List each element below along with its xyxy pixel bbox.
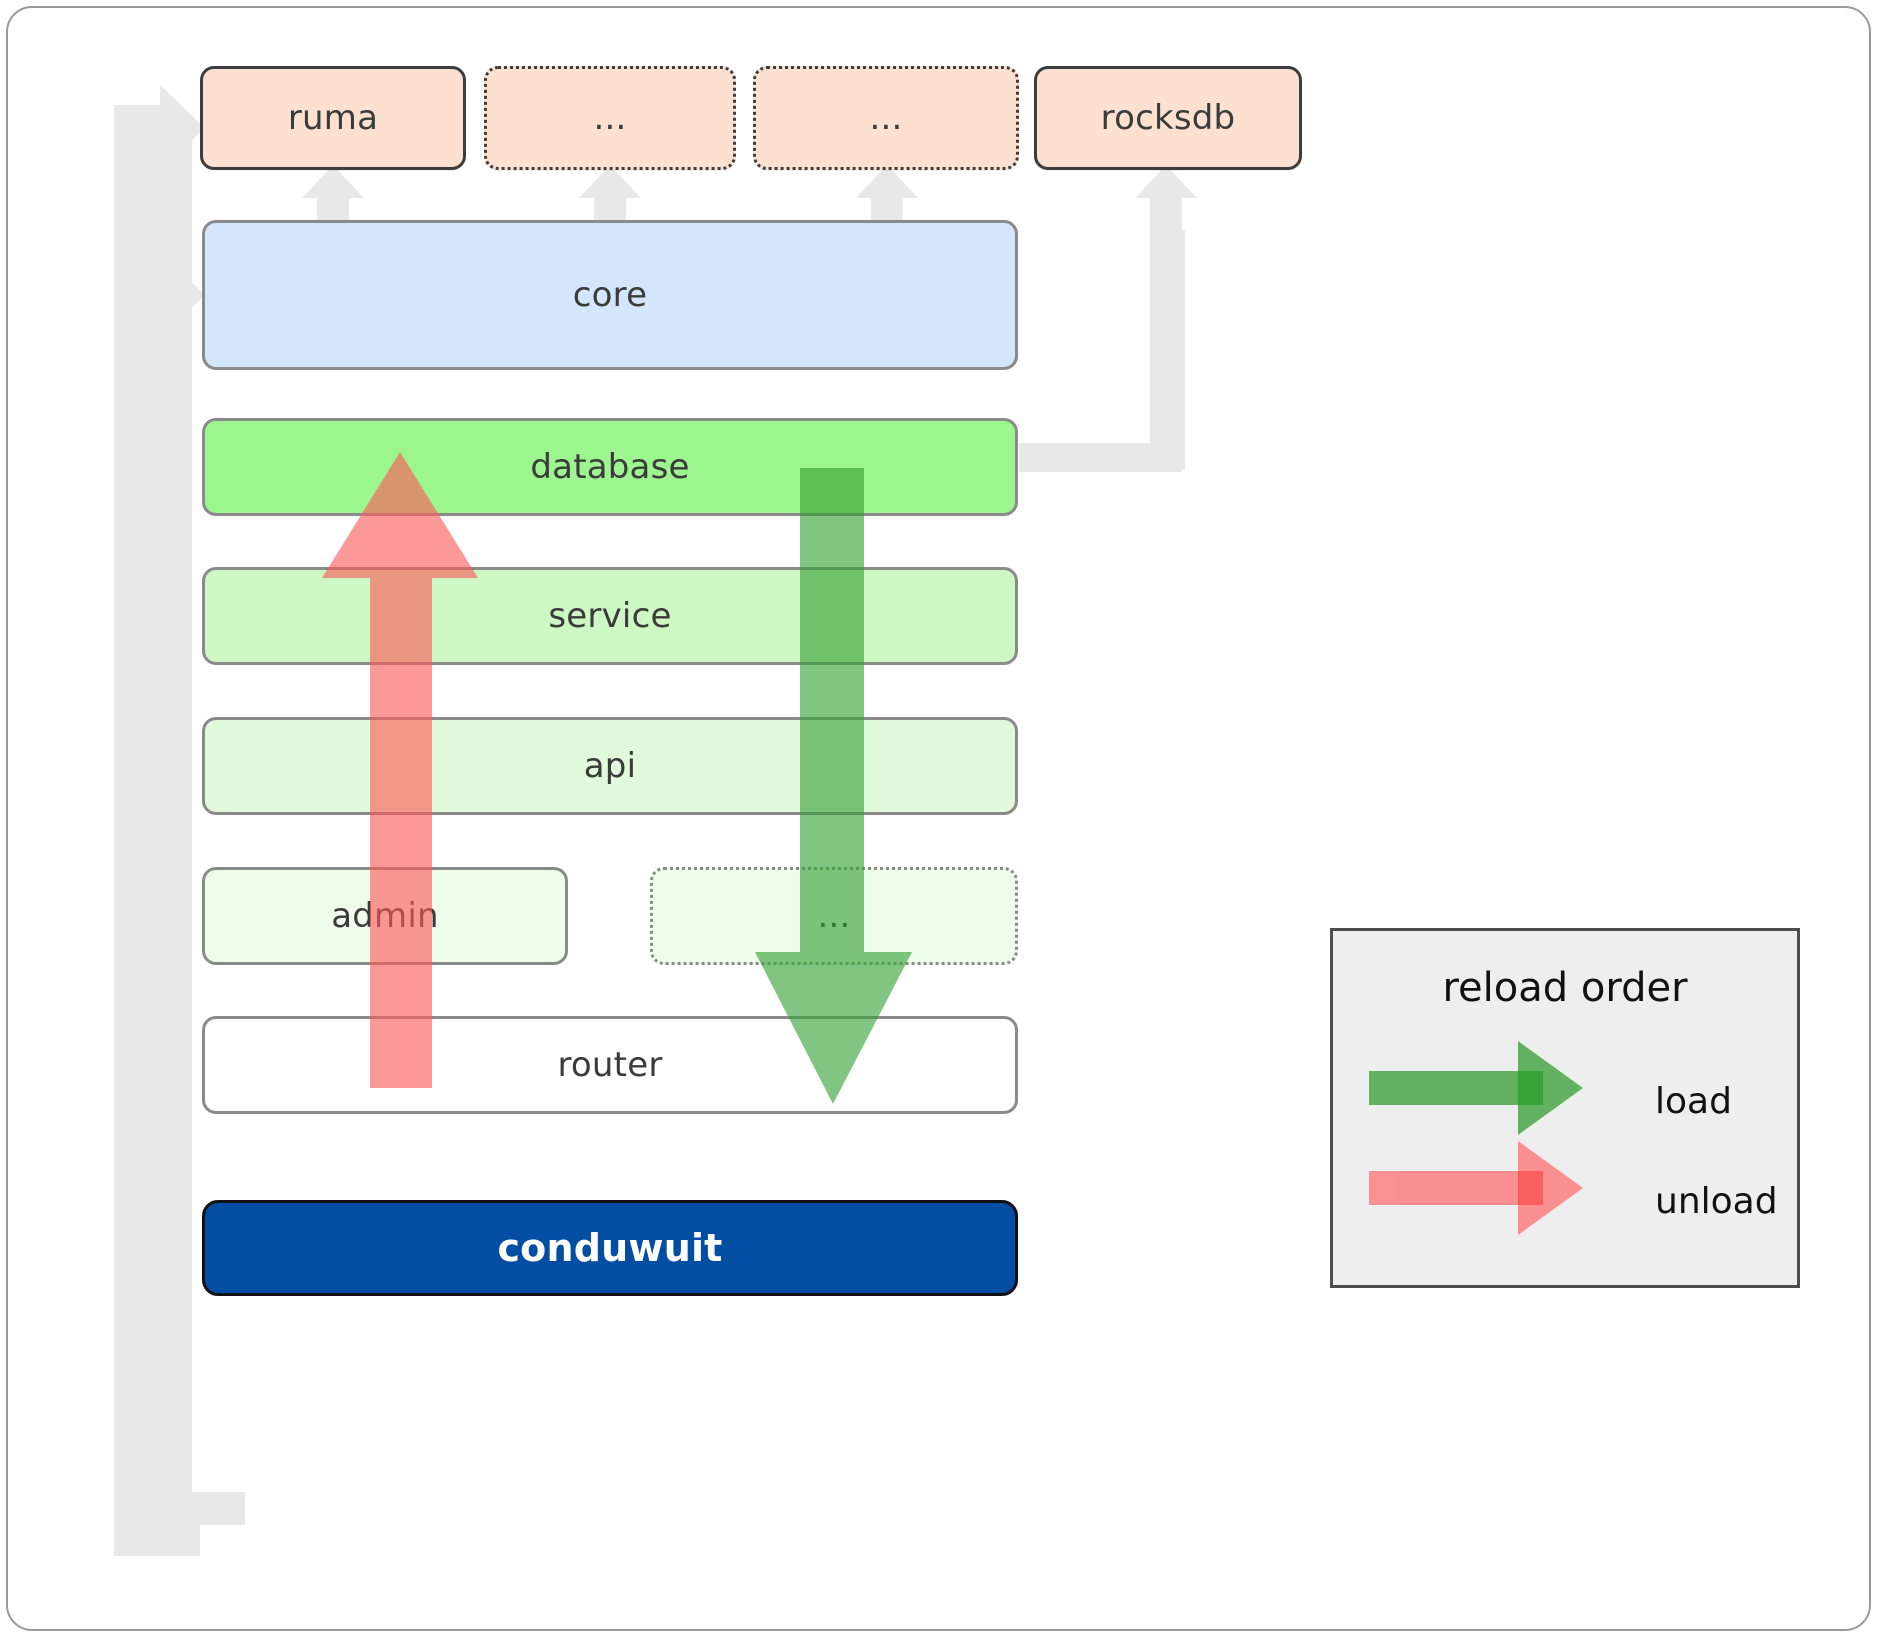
load-arrow <box>755 468 912 1104</box>
dependency-label: rocksdb <box>1100 98 1236 138</box>
root-node-conduwuit[interactable]: conduwuit <box>202 1200 1018 1296</box>
core-label: core <box>572 275 648 315</box>
dependency-label: ruma <box>287 98 379 138</box>
layer-label: api <box>583 746 637 786</box>
dependency-node-ruma[interactable]: ruma <box>200 66 466 170</box>
legend-label-unload: unload <box>1655 1181 1778 1222</box>
layer-node-database[interactable]: database <box>202 418 1018 516</box>
dependency-node-rocksdb[interactable]: rocksdb <box>1034 66 1302 170</box>
layer-label: service <box>548 596 672 636</box>
dependency-node-ellipsis-1[interactable]: ... <box>484 66 736 170</box>
unload-arrow <box>322 452 478 1088</box>
layer-node-api[interactable]: api <box>202 717 1018 815</box>
layer-node-service[interactable]: service <box>202 567 1018 665</box>
layer-label: router <box>557 1045 663 1085</box>
dependency-label: ... <box>593 98 627 138</box>
legend-load-arrow-icon <box>1369 1041 1583 1135</box>
root-label: conduwuit <box>497 1226 723 1270</box>
legend-title: reload order <box>1442 965 1688 1011</box>
dependency-node-ellipsis-2[interactable]: ... <box>753 66 1019 170</box>
legend-unload-arrow-icon <box>1369 1141 1583 1235</box>
dependency-label: ... <box>869 98 903 138</box>
legend-label-load: load <box>1655 1081 1732 1122</box>
layer-node-router[interactable]: router <box>202 1016 1018 1114</box>
layer-label: database <box>530 447 690 487</box>
legend-reload-order: reload order load unload <box>1330 928 1800 1288</box>
legend-arrow-art <box>1369 1041 1583 1235</box>
core-node[interactable]: core <box>202 220 1018 370</box>
